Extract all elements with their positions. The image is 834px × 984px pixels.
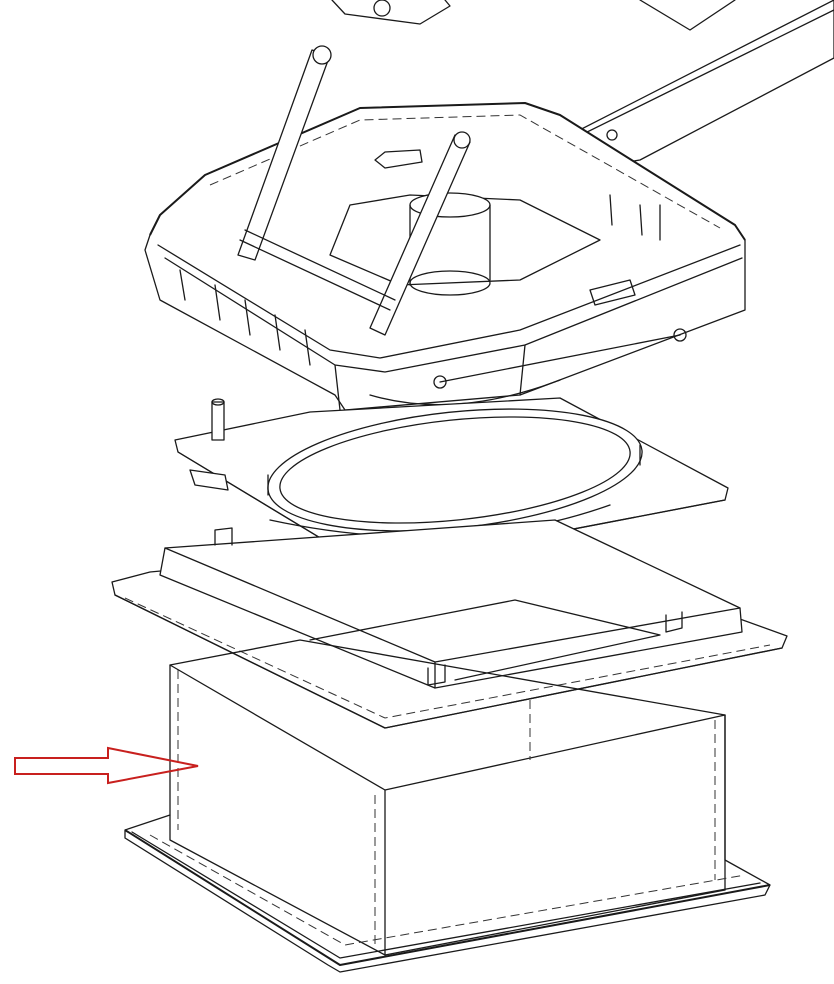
arrow-right-icon (14, 746, 199, 785)
extension-box (124, 639, 771, 973)
mounting-frame (111, 519, 788, 729)
ring-plate (174, 397, 729, 569)
top-fastener (331, 0, 451, 25)
lift-arms (237, 45, 471, 336)
